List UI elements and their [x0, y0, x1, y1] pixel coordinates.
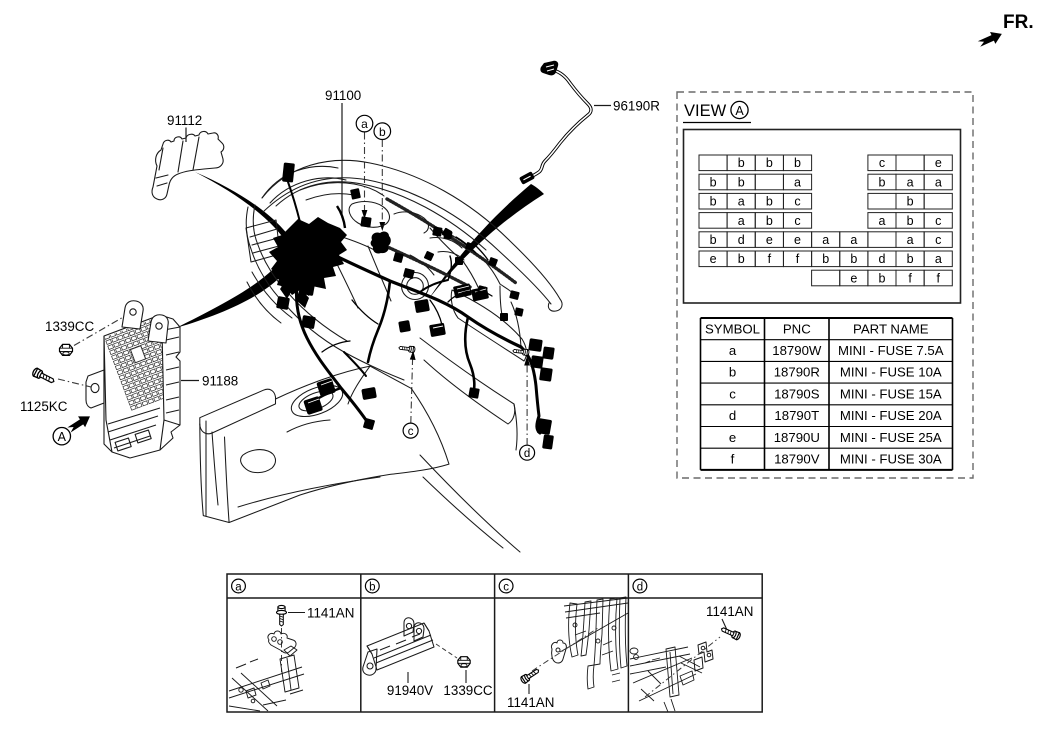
svg-text:18790T: 18790T [774, 408, 819, 423]
svg-text:c: c [935, 214, 941, 228]
svg-text:f: f [796, 252, 800, 266]
svg-text:f: f [731, 452, 735, 467]
svg-text:a: a [850, 233, 857, 247]
svg-text:b: b [794, 156, 801, 170]
svg-text:1339CC: 1339CC [45, 319, 94, 334]
svg-text:a: a [738, 195, 745, 209]
svg-text:a: a [935, 175, 942, 189]
svg-text:SYMBOL: SYMBOL [705, 321, 760, 336]
svg-text:b: b [766, 195, 773, 209]
svg-text:b: b [738, 156, 745, 170]
svg-text:e: e [766, 233, 773, 247]
svg-text:18790V: 18790V [774, 452, 820, 467]
svg-text:PNC: PNC [783, 321, 811, 336]
svg-text:b: b [879, 175, 886, 189]
svg-text:e: e [850, 271, 857, 285]
svg-text:f: f [768, 252, 772, 266]
svg-text:c: c [935, 233, 941, 247]
svg-text:b: b [766, 156, 773, 170]
svg-text:a: a [907, 175, 914, 189]
svg-text:a: a [235, 581, 242, 593]
svg-text:MINI - FUSE 15A: MINI - FUSE 15A [840, 386, 942, 401]
svg-text:b: b [879, 271, 886, 285]
svg-text:f: f [937, 271, 941, 285]
svg-text:b: b [710, 175, 717, 189]
svg-text:a: a [738, 214, 745, 228]
svg-text:a: a [879, 214, 886, 228]
svg-text:18790S: 18790S [774, 386, 820, 401]
svg-text:c: c [794, 195, 800, 209]
svg-text:MINI - FUSE 10A: MINI - FUSE 10A [840, 365, 942, 380]
svg-text:c: c [879, 156, 885, 170]
svg-text:91188: 91188 [202, 374, 238, 389]
svg-text:e: e [935, 156, 942, 170]
svg-text:b: b [907, 214, 914, 228]
svg-text:d: d [738, 233, 745, 247]
svg-text:MINI - FUSE 30A: MINI - FUSE 30A [840, 452, 942, 467]
svg-text:a: a [907, 233, 914, 247]
svg-text:c: c [503, 581, 509, 593]
svg-text:b: b [850, 252, 857, 266]
svg-text:e: e [794, 233, 801, 247]
svg-text:1141AN: 1141AN [507, 695, 554, 710]
svg-text:c: c [794, 214, 800, 228]
svg-text:c: c [729, 386, 736, 401]
svg-text:b: b [766, 214, 773, 228]
svg-text:18790W: 18790W [772, 343, 822, 358]
svg-text:a: a [361, 117, 368, 131]
svg-text:b: b [738, 175, 745, 189]
svg-text:a: a [935, 252, 942, 266]
svg-text:A: A [735, 104, 744, 118]
svg-text:91940V: 91940V [387, 683, 433, 698]
svg-text:b: b [369, 581, 375, 593]
svg-text:b: b [710, 195, 717, 209]
svg-text:b: b [379, 125, 386, 139]
svg-text:d: d [879, 252, 886, 266]
svg-text:b: b [729, 365, 736, 380]
svg-text:d: d [524, 448, 530, 460]
svg-text:MINI - FUSE 7.5A: MINI - FUSE 7.5A [838, 343, 944, 358]
svg-text:91112: 91112 [167, 113, 202, 128]
svg-text:b: b [907, 195, 914, 209]
svg-text:d: d [729, 408, 736, 423]
svg-text:18790R: 18790R [774, 365, 820, 380]
svg-text:1141AN: 1141AN [706, 604, 753, 619]
svg-text:b: b [710, 233, 717, 247]
svg-text:MINI - FUSE 25A: MINI - FUSE 25A [840, 430, 942, 445]
svg-text:f: f [908, 271, 912, 285]
svg-text:1141AN: 1141AN [307, 606, 354, 621]
svg-text:c: c [408, 426, 414, 438]
svg-text:d: d [637, 581, 643, 593]
svg-text:1339CC: 1339CC [443, 683, 492, 698]
svg-text:e: e [710, 252, 717, 266]
svg-text:e: e [729, 430, 736, 445]
svg-text:b: b [738, 252, 745, 266]
svg-text:1125KC: 1125KC [20, 399, 68, 414]
svg-text:MINI - FUSE 20A: MINI - FUSE 20A [840, 408, 942, 423]
svg-text:18790U: 18790U [774, 430, 820, 445]
svg-text:b: b [822, 252, 829, 266]
svg-text:a: a [729, 343, 737, 358]
svg-text:PART NAME: PART NAME [853, 321, 929, 336]
svg-text:A: A [58, 430, 67, 444]
svg-text:b: b [907, 252, 914, 266]
svg-text:91100: 91100 [325, 88, 361, 103]
svg-text:96190R: 96190R [613, 99, 660, 114]
svg-text:FR.: FR. [1003, 12, 1034, 33]
svg-text:VIEW: VIEW [684, 102, 727, 120]
svg-text:a: a [794, 175, 801, 189]
svg-text:a: a [822, 233, 829, 247]
